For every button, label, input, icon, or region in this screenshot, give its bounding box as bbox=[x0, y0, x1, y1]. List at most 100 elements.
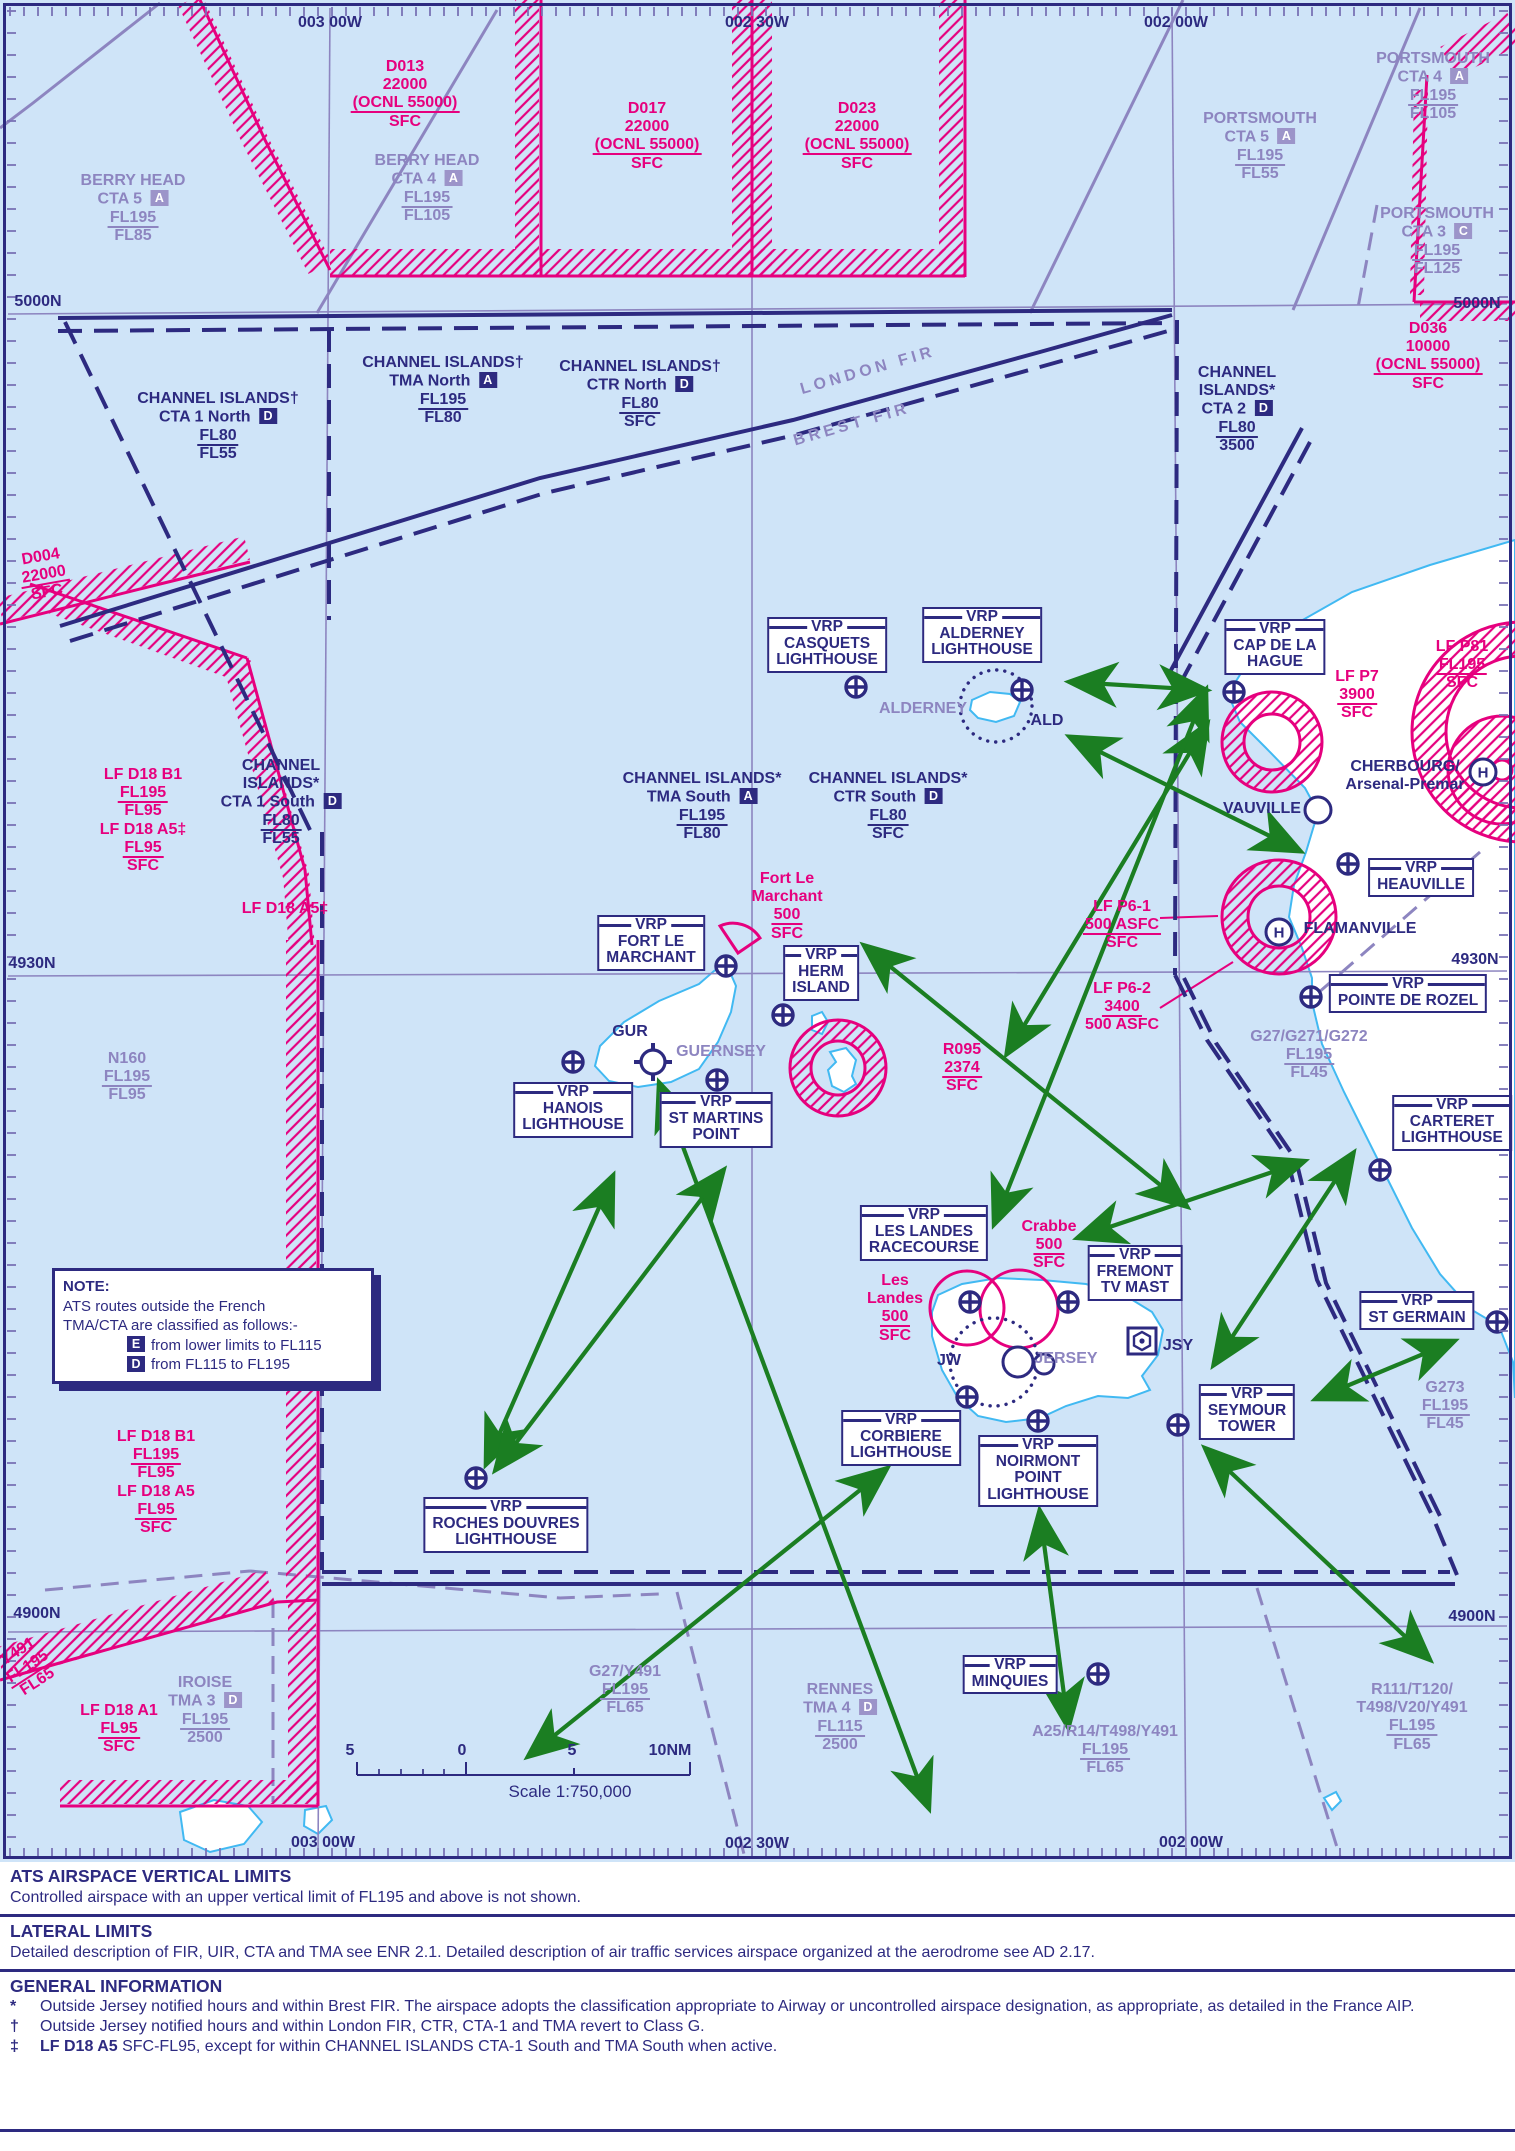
airway-boundary-dashed bbox=[44, 1569, 251, 1592]
coord-4930n-w-text: 4930N bbox=[8, 955, 56, 972]
label-ci-ctr-north-text: FL80 bbox=[619, 394, 661, 414]
label-lf-d18-b1-south-line: FL95 bbox=[117, 1500, 195, 1520]
label-d036-text: D036 bbox=[1408, 320, 1448, 337]
label-lf-d18-a5-ref-line: LF D18 A5‡ bbox=[242, 900, 329, 918]
label-cherbourg-line: CHERBOURG/ bbox=[1345, 758, 1464, 776]
label-fort-le-marchant-line: 500 bbox=[751, 906, 822, 926]
label-lf-d18-b1-north-text: FL95 bbox=[124, 802, 162, 820]
label-d017-line: 22000 bbox=[593, 118, 702, 136]
label-crabbe-text: Crabbe bbox=[1021, 1218, 1077, 1235]
danger-area-hatch-band bbox=[31, 584, 252, 684]
label-lf-p81-text: FL195 bbox=[1436, 656, 1488, 676]
label-lf-d18-b1-north-line: FL95 bbox=[100, 838, 187, 858]
vrp-box-minquies-text: VRP bbox=[994, 1656, 1026, 1673]
note-text: ATS routes outside the French bbox=[63, 1297, 266, 1315]
label-fort-le-marchant-text: Marchant bbox=[751, 888, 823, 906]
label-r111-t120-text: R111/T120/ bbox=[1371, 1681, 1453, 1698]
label-r111-t120-text: T498/V20/Y491 bbox=[1356, 1699, 1468, 1717]
label-ci-cta1-north-line: CTA 1 North D bbox=[137, 408, 299, 427]
vrp-box-title: VRP bbox=[425, 1498, 586, 1516]
vrp-box-roches-douvres-lighthouse-text: LIGHTHOUSE bbox=[455, 1531, 557, 1549]
vrp-box-title: VRP bbox=[515, 1083, 631, 1101]
label-a25-r14-line: FL65 bbox=[1032, 1759, 1178, 1777]
vrp-box-seymour-tower-line: TOWER bbox=[1208, 1418, 1286, 1436]
vrp-box-seymour-tower-text: SEYMOUR bbox=[1207, 1401, 1287, 1419]
label-a25-r14-text: FL65 bbox=[1086, 1759, 1124, 1777]
label-g27-y491-line: G27/Y491 bbox=[589, 1663, 661, 1681]
vrp-box-title: VRP bbox=[769, 618, 885, 636]
vrp-box-cap-de-la-hague-text: CAP DE LA bbox=[1233, 636, 1317, 654]
coord-00200w-s-text: 002 00W bbox=[1158, 1834, 1224, 1851]
label-gur-line: GUR bbox=[612, 1023, 648, 1041]
label-ci-tma-north-text: TMA North bbox=[389, 372, 475, 390]
label-lf-p7-text: LF P7 bbox=[1335, 668, 1379, 685]
label-flamanville: FLAMANVILLE bbox=[1304, 920, 1417, 938]
vrp-box-title: VRP bbox=[1090, 1246, 1181, 1264]
vrp-box-corbiere-lighthouse-line: LIGHTHOUSE bbox=[850, 1444, 952, 1462]
coord-5000n-e: 5000N bbox=[1453, 295, 1500, 313]
vrp-box-title: VRP bbox=[843, 1411, 959, 1429]
label-ci-tma-south-line: FL195 bbox=[623, 806, 782, 826]
coord-00200w-s-line: 002 00W bbox=[1159, 1834, 1223, 1852]
label-d013-text: (OCNL 55000) bbox=[350, 94, 460, 114]
label-ci-cta1-north-text: CTA 1 North bbox=[159, 408, 255, 426]
label-ci-ctr-south-text: CHANNEL ISLANDS* bbox=[808, 770, 968, 787]
vrp-box-pointe-de-rozel-line: POINTE DE ROZEL bbox=[1338, 992, 1478, 1010]
vrp-box-title: VRP bbox=[1394, 1096, 1510, 1114]
airspace-boundary-grey bbox=[1028, 0, 1185, 314]
label-lf-p7-line: 3900 bbox=[1335, 686, 1379, 706]
vrp-box-title: VRP bbox=[1370, 859, 1472, 877]
airspace-class-badge: D bbox=[858, 1699, 877, 1716]
label-fort-le-marchant-line: SFC bbox=[751, 925, 822, 943]
vrp-box-title: VRP bbox=[785, 946, 857, 964]
coord-5000n-w-line: 5000N bbox=[14, 293, 61, 311]
label-ci-ctr-north-text: SFC bbox=[624, 413, 656, 431]
graticule-line bbox=[7, 303, 1508, 315]
vrp-box-casquets-lighthouse-line: CASQUETS bbox=[776, 634, 878, 653]
vrp-box-hanois-lighthouse-text: HANOIS bbox=[542, 1099, 604, 1117]
vrp-box-st-germain-text: ST GERMAIN bbox=[1368, 1308, 1466, 1326]
legend-section: GENERAL INFORMATION*Outside Jersey notif… bbox=[0, 1972, 1515, 2132]
label-lf-d18-b1-north-text: LF D18 A5‡ bbox=[99, 820, 187, 838]
vrp-box-minquies-text: MINQUIES bbox=[971, 1672, 1049, 1690]
label-lf-d18-b1-north-text: LF D18 B1 bbox=[103, 766, 183, 783]
danger-area-boundary bbox=[1412, 74, 1429, 303]
vrp-box-noirmont-point-lighthouse-line: LIGHTHOUSE bbox=[987, 1486, 1089, 1504]
label-lf-d18-b1-north-text: FL195 bbox=[117, 784, 169, 804]
label-ci-tma-north-line: TMA North A bbox=[362, 372, 524, 391]
airspace-boundary-grey bbox=[0, 1, 161, 130]
label-ci-cta1-south-line: CTA 1 South D bbox=[221, 793, 342, 812]
label-r095-text: R095 bbox=[942, 1041, 982, 1058]
label-portsmouth-cta5-line: FL55 bbox=[1203, 165, 1317, 183]
label-portsmouth-cta3-text: CTA 3 bbox=[1401, 223, 1451, 241]
label-les-landes-line: Landes bbox=[867, 1290, 923, 1308]
label-ci-cta1-north-line: CHANNEL ISLANDS† bbox=[137, 390, 299, 408]
label-ci-cta1-south-line: FL80 bbox=[221, 812, 342, 832]
coord-00230w-s-line: 002 30W bbox=[725, 1835, 789, 1853]
label-vauville: VAUVILLE bbox=[1223, 800, 1301, 818]
vfr-route-arrow bbox=[1023, 1504, 1085, 1734]
label-ald-text: ALD bbox=[1030, 712, 1064, 729]
coord-00300w-s-line: 003 00W bbox=[291, 1834, 355, 1852]
label-r095-line: R095 bbox=[942, 1041, 982, 1059]
label-d013-text: D013 bbox=[385, 58, 425, 75]
label-lf-p81-line: SFC bbox=[1436, 674, 1488, 692]
vrp-box-title: VRP bbox=[599, 916, 703, 934]
graticule-line bbox=[7, 970, 1508, 977]
vrp-box-casquets-lighthouse-text: CASQUETS bbox=[783, 634, 871, 652]
label-guernsey-text: GUERNSEY bbox=[676, 1043, 766, 1060]
label-g27-g271-g272-text: G27/G271/G272 bbox=[1250, 1028, 1368, 1045]
label-berry-head-cta4-line: FL195 bbox=[375, 188, 480, 208]
label-lf-d18-b1-south-line: LF D18 A5 bbox=[117, 1483, 195, 1501]
